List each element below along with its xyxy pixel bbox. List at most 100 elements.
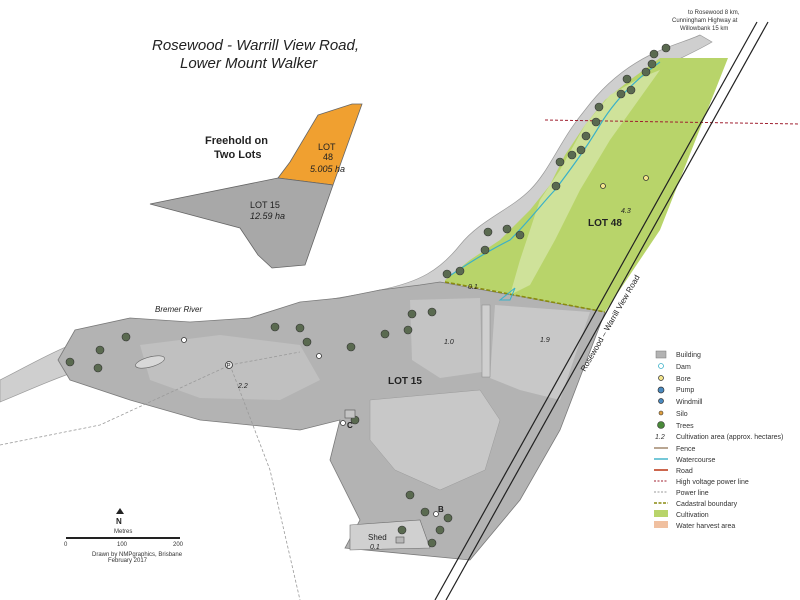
- tree: [555, 157, 565, 167]
- watercourse-loop: [498, 287, 516, 301]
- area-lot15-mid: 1.0: [444, 339, 454, 346]
- inset-heading-line1: Freehold on: [205, 135, 268, 147]
- trees: [65, 43, 671, 548]
- hv-power-line: [544, 119, 800, 125]
- tree: [93, 363, 103, 373]
- lot15-field-south: [369, 389, 501, 491]
- area-shed: 0.1: [370, 544, 380, 551]
- tree: [515, 230, 525, 240]
- legend-swatch-water-harvest: [654, 521, 668, 528]
- legend-fence: Fence: [676, 446, 696, 453]
- inset-lot15-name: LOT 15: [250, 200, 280, 210]
- legend-swatch-trees: [657, 421, 665, 429]
- marker-c: C: [347, 421, 353, 430]
- shed-area: [349, 519, 431, 551]
- legend-swatch-windmill: [658, 398, 664, 404]
- area-lot48-strip: 0.1: [468, 284, 478, 291]
- inset-lot48-num: 48: [323, 152, 333, 162]
- tree: [581, 131, 591, 141]
- lot48-cultivation: [445, 58, 728, 312]
- lot48-pale-strip: [510, 70, 660, 295]
- inset-lot15: [149, 177, 334, 269]
- north-arrow-icon: [116, 508, 124, 514]
- shed-label: Shed: [368, 533, 387, 542]
- credit-line1: Drawn by NMPgraphics, Brisbane: [92, 552, 183, 558]
- tree: [594, 102, 604, 112]
- inset-lot48-area: 5.005 ha: [310, 164, 345, 174]
- bore: [600, 183, 606, 189]
- legend-swatch-bore: [658, 375, 664, 381]
- road-note-line1: to Rosewood 8 km,: [688, 10, 740, 16]
- lot15-label: LOT 15: [388, 376, 422, 387]
- legend-road: Road: [676, 468, 693, 475]
- scale-tick-100: 100: [117, 542, 128, 548]
- tree: [551, 181, 561, 191]
- legend-swatch-cultivation: [654, 510, 668, 517]
- tree: [443, 513, 453, 523]
- legend-trees: Trees: [676, 423, 694, 430]
- silo: [340, 420, 346, 426]
- map-title-line1: Rosewood - Warrill View Road,: [152, 37, 359, 54]
- legend-hv-power-line: High voltage power line: [676, 479, 749, 486]
- legend-swatch-dam: [658, 363, 664, 369]
- road-edge-west: [434, 21, 758, 600]
- tree: [427, 538, 437, 548]
- lot15-field-east: [490, 305, 590, 400]
- tree: [405, 490, 415, 500]
- pump-glyph: P: [227, 364, 231, 370]
- legend-pump: Pump: [676, 387, 694, 394]
- tree: [502, 224, 512, 234]
- scale-bar-line: [66, 537, 180, 539]
- legend: Building Dam Bore Pump Windmill Silo Tre…: [654, 350, 783, 530]
- legend-cadastral-boundary: Cadastral boundary: [676, 501, 738, 508]
- dam: [135, 355, 165, 369]
- tree: [346, 342, 356, 352]
- tree: [65, 357, 75, 367]
- tree: [435, 525, 445, 535]
- tree: [649, 49, 659, 59]
- legend-bore: Bore: [676, 376, 691, 383]
- tree: [121, 332, 131, 342]
- bores: [181, 175, 649, 359]
- legend-watercourse: Watercourse: [676, 457, 716, 464]
- inset-lot48-name: LOT: [318, 142, 336, 152]
- inset-heading-line2: Two Lots: [214, 149, 261, 161]
- tree: [641, 67, 651, 77]
- bore: [316, 353, 322, 359]
- tree: [420, 507, 430, 517]
- tree: [442, 269, 452, 279]
- cadastral-boundary-line: [444, 281, 606, 313]
- area-lot15-east: 1.9: [540, 337, 550, 344]
- inset-lot15-area: 12.59 ha: [250, 211, 285, 221]
- scale-tick-200: 200: [173, 542, 184, 548]
- scale-bar: N Metres 0 100 200 Drawn by NMPgraphics,…: [64, 508, 184, 564]
- legend-windmill: Windmill: [676, 399, 703, 406]
- road-edge-east: [445, 21, 769, 600]
- tree: [407, 309, 417, 319]
- legend-cultivation-area: Cultivation area (approx. hectares): [676, 434, 783, 441]
- tree: [427, 307, 437, 317]
- tree: [567, 150, 577, 160]
- pump: [225, 361, 233, 369]
- legend-cultivation: Cultivation: [676, 512, 709, 519]
- area-lot15-west: 2.2: [237, 383, 248, 390]
- legend-swatch-building: [655, 350, 667, 359]
- tree: [302, 337, 312, 347]
- road-note-line3: Willowbank 15 km: [680, 26, 728, 32]
- channel: [481, 304, 491, 378]
- legend-dam: Dam: [676, 364, 691, 371]
- tree: [403, 325, 413, 335]
- tree: [576, 145, 586, 155]
- lot15-field-mid: [410, 298, 482, 378]
- tree: [480, 245, 490, 255]
- area-lot48-main: 4.3: [621, 208, 631, 215]
- credit-line2: February 2017: [108, 558, 148, 564]
- bremer-river-label: Bremer River: [155, 305, 202, 314]
- tree: [95, 345, 105, 355]
- power-line-south: [229, 364, 301, 600]
- legend-silo: Silo: [676, 411, 688, 418]
- map-title-line2: Lower Mount Walker: [180, 55, 318, 72]
- building: [344, 409, 356, 419]
